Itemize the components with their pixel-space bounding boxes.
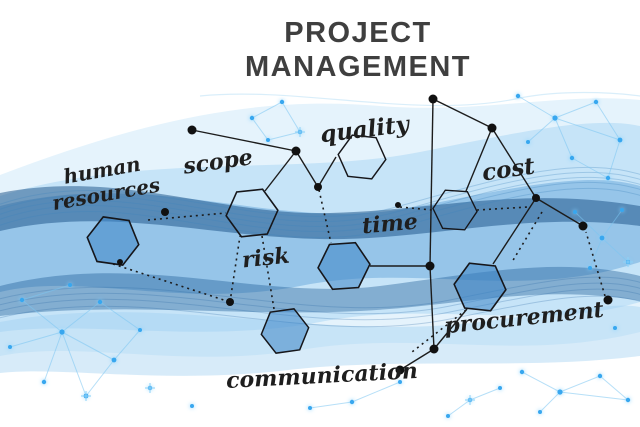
dotted-edges <box>112 189 606 353</box>
page-title: PROJECT MANAGEMENT <box>76 16 640 84</box>
label-time: time <box>360 208 419 240</box>
sparkle-icons <box>81 127 633 405</box>
title-line-2: MANAGEMENT <box>244 51 472 83</box>
solid-edges <box>191 98 584 371</box>
label-risk: risk <box>240 242 291 274</box>
ribbon-strokes <box>0 91 640 328</box>
plexus-dots <box>8 93 631 418</box>
title-line-1: PROJECT <box>284 17 432 49</box>
plexus-lines <box>9 95 629 417</box>
graph-dots <box>117 94 613 375</box>
